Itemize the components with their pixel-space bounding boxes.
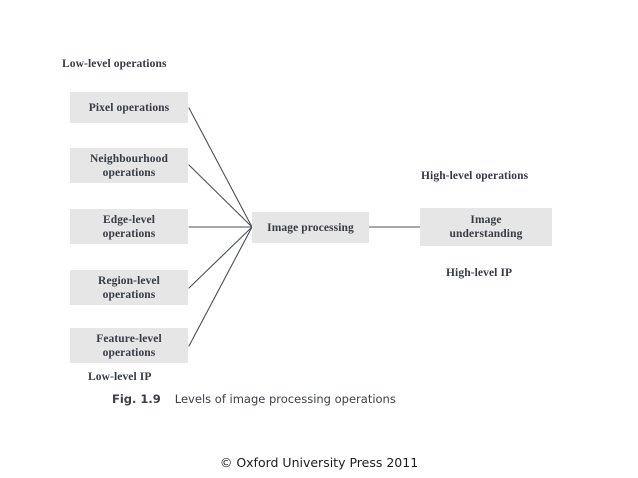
node-image-processing-label: Image processing [267, 221, 354, 234]
group-label-low-level-ip: Low-level IP [88, 371, 152, 383]
node-edge-level-operations-label: Edge-level operations [102, 213, 156, 240]
connector-neighbourhood-to-image-processing [188, 164, 253, 228]
node-image-processing[interactable]: Image processing [252, 212, 369, 243]
figure-caption-text: Levels of image processing operations [174, 392, 396, 406]
node-region-level-operations-label: Region-level operations [98, 274, 160, 301]
node-edge-level-operations[interactable]: Edge-level operations [70, 209, 188, 244]
copyright-notice: © Oxford University Press 2011 [219, 455, 419, 470]
node-image-understanding[interactable]: Image understanding [420, 208, 552, 246]
node-feature-level-operations-label: Feature-level operations [96, 332, 162, 359]
node-pixel-operations-label: Pixel operations [88, 101, 170, 114]
node-pixel-operations[interactable]: Pixel operations [70, 92, 188, 123]
connector-pixel-to-image-processing [188, 107, 253, 228]
node-image-understanding-label: Image understanding [449, 214, 523, 240]
group-label-high-level-operations: High-level operations [421, 170, 529, 182]
connector-region-to-image-processing [188, 226, 253, 289]
node-neighbourhood-operations[interactable]: Neighbourhood operations [70, 148, 188, 183]
figure-levels-of-image-processing: Low-level operations High-level operatio… [62, 58, 552, 383]
group-label-high-level-ip: High-level IP [446, 267, 513, 279]
group-label-low-level-operations: Low-level operations [62, 58, 167, 70]
node-neighbourhood-operations-label: Neighbourhood operations [90, 152, 168, 179]
node-region-level-operations[interactable]: Region-level operations [70, 270, 188, 305]
figure-caption: Fig. 1.9 Levels of image processing opera… [112, 392, 532, 406]
figure-caption-number: Fig. 1.9 [112, 392, 161, 406]
connector-feature-to-image-processing [188, 226, 253, 347]
node-feature-level-operations[interactable]: Feature-level operations [70, 328, 188, 363]
